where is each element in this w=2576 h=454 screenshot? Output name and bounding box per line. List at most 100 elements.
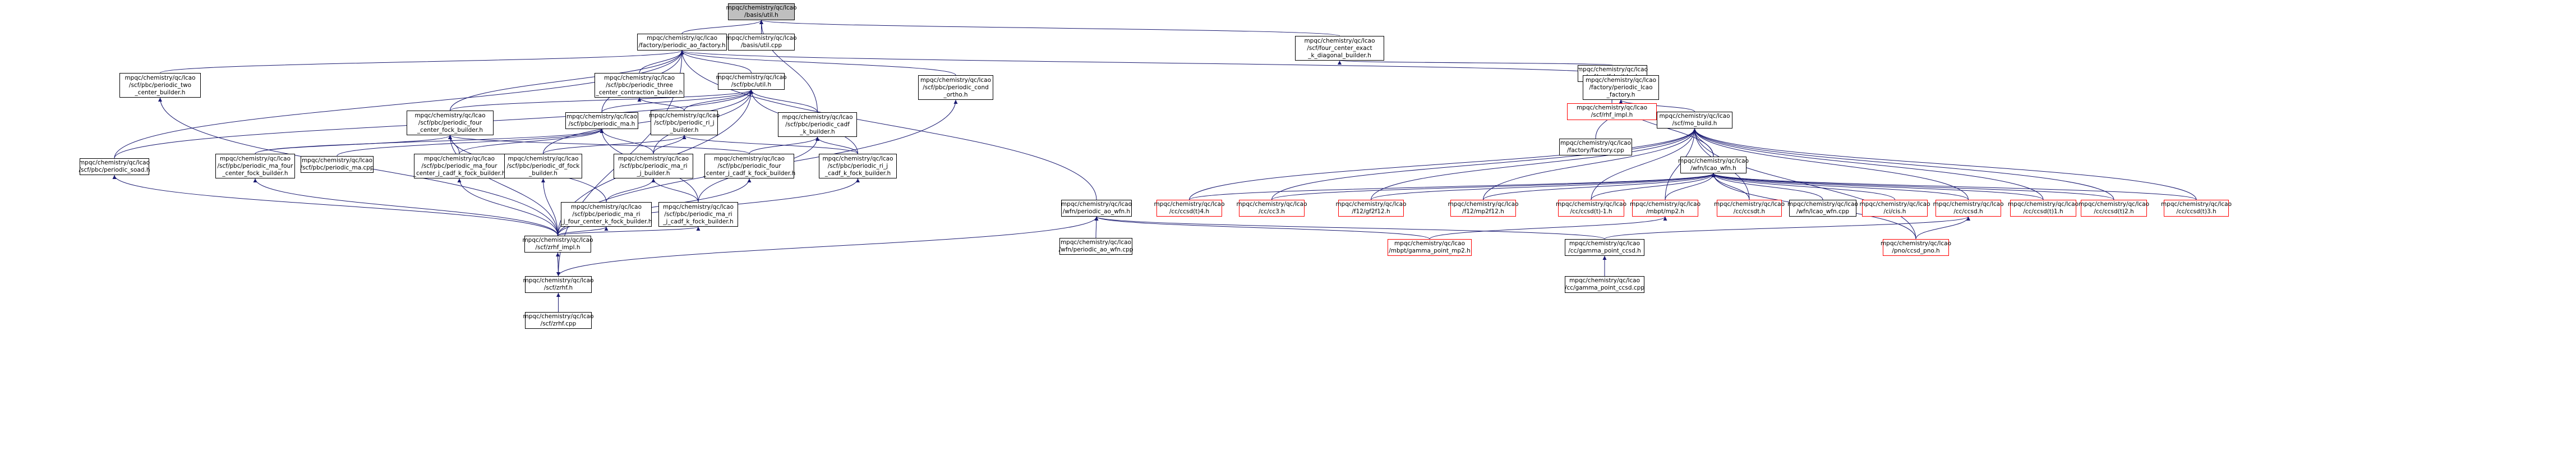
file-node-util-cpp[interactable]: mpqc/chemistry/qc/lcao /basis/util.cpp [726,34,797,51]
include-edge-periodic_four_j_cadf-to-periodic_four_center_fock [448,135,750,154]
include-edge-zrhf_h-to-periodic_ao_wfn [558,216,1099,277]
include-edge-periodic_ma-to-pbc_util [601,89,753,113]
file-node-periodic-two-center[interactable]: mpqc/chemistry/qc/lcao /scf/pbc/periodic… [119,73,201,98]
include-edge-periodic_ri_j-to-pbc_util [684,89,753,111]
file-node-f12-mp2f12[interactable]: mpqc/chemistry/qc/lcao /f12/mp2f12.h [1448,200,1519,217]
include-edge-eom_ccsd_pno-to-to_build [1693,128,1916,240]
include-edge-ccsdt2-to-to_build [1693,128,2114,200]
include-edge-periodic_four_j_cadf-to-periodic_cadf_k [749,136,819,154]
file-node-ccsdt[interactable]: mpqc/chemistry/qc/lcao /cc/ccsdt.h [1714,200,1785,217]
file-node-cc3[interactable]: mpqc/chemistry/qc/lcao /cc/cc3.h [1236,200,1307,217]
include-edge-periodic_ao_factory-to-util_h [681,20,763,34]
file-node-periodic-ma-four[interactable]: mpqc/chemistry/qc/lcao /scf/pbc/periodic… [215,154,295,178]
file-node-periodic-ri-j-cadf[interactable]: mpqc/chemistry/qc/lcao /scf/pbc/periodic… [819,154,897,178]
file-node-periodic-three-center[interactable]: mpqc/chemistry/qc/lcao /scf/pbc/periodic… [595,73,684,98]
file-node-periodic-ri-j[interactable]: mpqc/chemistry/qc/lcao /scf/pbc/periodic… [649,111,720,135]
include-edge-eomccsd-to-lcao_wfn [1591,173,1716,200]
file-node-periodic-cadf-k[interactable]: mpqc/chemistry/qc/lcao /scf/pbc/periodic… [778,112,857,137]
include-edge-periodic_ri_j_cadf-to-periodic_ri_j [682,135,858,154]
include-edge-periodic_df_fock-to-pbc_util [543,89,753,154]
file-node-ccsd[interactable]: mpqc/chemistry/qc/lcao /cc/ccsd.h [1933,200,2004,217]
file-node-periodic-ma-cpp[interactable]: mpqc/chemistry/qc/lcao /scf/pbc/periodic… [300,156,374,173]
include-edge-periodic_ma_ri_j-to-periodic_ma [600,129,654,154]
include-edge-cis-to-lcao_wfn [1711,173,1895,200]
include-edge-f12_gf2f12-to-to_build [1371,128,1697,200]
file-node-periodic-lcao-factory[interactable]: mpqc/chemistry/qc/lcao /factory/periodic… [1583,75,1659,100]
file-node-eom-ccsd-pno[interactable]: mpqc/chemistry/qc/lcao /pno/ccsd_pno.h [1881,239,1951,256]
file-node-periodic-ma-ri-j[interactable]: mpqc/chemistry/qc/lcao /scf/pbc/periodic… [614,154,693,178]
file-node-periodic-ao-factory[interactable]: mpqc/chemistry/qc/lcao /factory/periodic… [637,34,727,51]
file-node-periodic-ma-ri-cadf[interactable]: mpqc/chemistry/qc/lcao /scf/pbc/periodic… [658,202,738,227]
file-node-to-build[interactable]: mpqc/chemistry/qc/lcao /scf/mo_build.h [1657,112,1732,129]
file-node-periodic-ma-four-j[interactable]: mpqc/chemistry/qc/lcao /scf/pbc/periodic… [413,154,505,178]
file-node-periodic-df-fock[interactable]: mpqc/chemistry/qc/lcao /scf/pbc/periodic… [504,154,582,178]
include-edge-periodic_three_center-to-periodic_ao_factory [639,50,684,74]
file-node-rhf-impl[interactable]: mpqc/chemistry/qc/lcao /scf/zrhf_impl.h [522,236,593,253]
file-node-rhf-impl-red[interactable]: mpqc/chemistry/qc/lcao /scf/rhf_impl.h [1567,103,1657,120]
file-node-periodic-cond-ortho[interactable]: mpqc/chemistry/qc/lcao /scf/pbc/periodic… [918,75,993,100]
include-edge-periodic_four_center_fock-to-periodic_ao_factory [450,50,684,111]
include-edge-periodic_cond_ortho-to-periodic_ao_factory [680,50,956,76]
include-edge-wfn_lcao_cpp-to-lcao_wfn [1711,173,1823,200]
include-edge-gamma_ccsd-to-ccsd [1604,216,1970,240]
file-node-cis[interactable]: mpqc/chemistry/qc/lcao /ci/cis.h [1859,200,1930,217]
file-node-mbpt-mp2[interactable]: mpqc/chemistry/qc/lcao /mbpt/mp2.h [1630,200,1701,217]
include-edge-periodic_ma_cpp-to-periodic_ma [337,129,604,157]
file-node-ccsdt1[interactable]: mpqc/chemistry/qc/lcao /cc/ccsd(t)1.h [2008,200,2079,217]
include-edge-periodic_two_center-to-periodic_ao_factory [160,50,684,74]
file-node-mbpt-gamma[interactable]: mpqc/chemistry/qc/lcao /mbpt/gamma_point… [1388,239,1472,256]
file-node-ccsdt3[interactable]: mpqc/chemistry/qc/lcao /cc/ccsd(t)3.h [2161,200,2232,217]
include-edge-f12_gf2f12-to-lcao_wfn [1371,173,1716,200]
include-edge-ccsdt2-to-lcao_wfn [1711,173,2114,200]
include-edge-periodic_ma_four-to-periodic_ma [255,129,604,154]
file-node-periodic-ma[interactable]: mpqc/chemistry/qc/lcao /scf/pbc/periodic… [565,112,638,129]
include-edge-mbpt_mp2-to-to_build [1665,128,1697,200]
file-node-periodic-ao-wfn-cpp[interactable]: mpqc/chemistry/qc/lcao /wfn/periodic_ao_… [1059,238,1133,255]
include-edge-ccsdt1-to-lcao_wfn [1711,173,2044,200]
include-edge-periodic_ao_wfn-to-periodic_ao_factory [680,50,1097,200]
file-node-zrhf-h[interactable]: mpqc/chemistry/qc/lcao /scf/zrhf.h [523,276,594,293]
include-edge-periodic_ma_four_j-to-periodic_ma [459,129,604,154]
include-edge-f12_mp2f12-to-to_build [1483,128,1697,200]
file-node-periodic-ma-ri-four[interactable]: mpqc/chemistry/qc/lcao /scf/pbc/periodic… [561,202,652,227]
include-edge-cc3-to-to_build [1271,128,1697,200]
file-node-ccsdt2[interactable]: mpqc/chemistry/qc/lcao /cc/ccsd(t)2.h [2079,200,2149,217]
include-edge-ccsdt1-to-to_build [1693,128,2044,200]
include-edge-periodic_ma_ri_cadf-to-periodic_ma_ri_j [651,178,699,203]
file-node-periodic-ao-wfn[interactable]: mpqc/chemistry/qc/lcao /wfn/periodic_ao_… [1061,200,1132,217]
include-edge-to_build-to-periodic_lcao_factory [1619,99,1695,112]
file-node-util-h[interactable]: mpqc/chemistry/qc/lcao /basis/util.h [726,3,797,20]
include-edge-rhf_impl-to-periodic_soad [112,175,558,236]
file-node-f12-gf2f12[interactable]: mpqc/chemistry/qc/lcao /f12/gf2f12.h [1335,200,1407,217]
file-node-ccsdt4[interactable]: mpqc/chemistry/qc/lcao /cc/ccsd(t)4.h [1154,200,1225,217]
include-edge-rhf_impl-to-periodic_four_center_fock [448,135,558,236]
include-edge-ccsdt4-to-lcao_wfn [1189,173,1716,200]
file-node-pbc-util[interactable]: mpqc/chemistry/qc/lcao /scf/pbc/util.h [716,73,787,90]
include-edge-ccsdt4-to-to_build [1189,128,1697,200]
file-node-eomccsd[interactable]: mpqc/chemistry/qc/lcao /cc/ccsd(t)-1.h [1556,200,1626,217]
include-edge-rhf_impl-to-periodic_ma_four [253,178,558,236]
file-node-wfn-lcao-cpp[interactable]: mpqc/chemistry/qc/lcao /wfn/lcao_wfn.cpp [1787,200,1858,217]
include-edge-eom_ccsd_pno-to-ccsd [1915,216,1970,240]
include-edge-eomccsd-to-to_build [1591,128,1697,200]
file-node-periodic-four-j-cadf[interactable]: mpqc/chemistry/qc/lcao /scf/pbc/periodic… [703,154,795,178]
file-node-periodic-soad[interactable]: mpqc/chemistry/qc/lcao /scf/pbc/periodic… [79,158,150,175]
include-edge-mbpt_gamma-to-periodic_ao_wfn [1094,216,1430,240]
file-node-factory-cpp[interactable]: mpqc/chemistry/qc/lcao /factory/factory.… [1559,139,1632,155]
include-edge-periodic_df_fock-to-periodic_ri_j [543,135,686,154]
file-node-periodic-four-center-fock[interactable]: mpqc/chemistry/qc/lcao /scf/pbc/periodic… [407,111,494,135]
include-edge-rhf_impl-to-zrhf_h [556,252,560,277]
file-node-gamma-ccsd[interactable]: mpqc/chemistry/qc/lcao /cc/gamma_point_c… [1565,239,1644,256]
include-edge-ccsdt3-to-lcao_wfn [1711,173,2197,200]
include-edge-rhf_impl-to-periodic_ma_ri_cadf [557,226,701,236]
file-node-four-center-exact[interactable]: mpqc/chemistry/qc/lcao /scf/four_center_… [1295,36,1384,61]
include-edge-pbc_util-to-periodic_ao_factory [680,50,752,74]
file-node-lcao-wfn[interactable]: mpqc/chemistry/qc/lcao /wfn/lcao_wfn.h [1678,157,1749,173]
include-edge-cc3-to-lcao_wfn [1271,173,1716,200]
file-node-gamma-ccsd-cpp[interactable]: mpqc/chemistry/qc/lcao /cc/gamma_point_c… [1565,276,1644,293]
file-node-zrhf-cpp[interactable]: mpqc/chemistry/qc/lcao /scf/zrhf.cpp [523,312,594,329]
include-edge-rhf_impl-to-periodic_ma_ri_four [557,226,609,236]
include-edge-rhf_impl-to-periodic_df_fock [541,178,558,236]
